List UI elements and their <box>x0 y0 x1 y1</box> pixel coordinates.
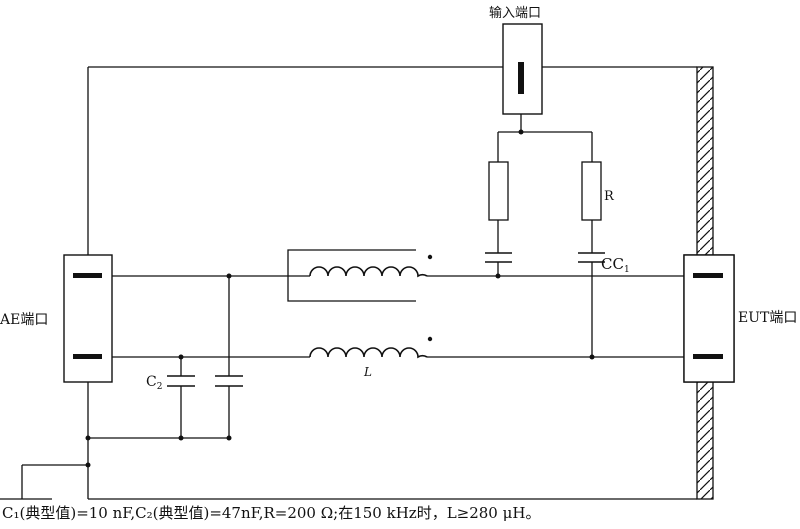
polarity-dot-upper <box>427 254 433 260</box>
cc1-label-main: CC <box>601 255 624 273</box>
ae-contact-top <box>73 273 102 278</box>
ae-port-box <box>63 254 113 383</box>
inductor-core-bracket <box>287 249 416 302</box>
inductor-lower <box>309 347 428 359</box>
resistor-label: R <box>604 189 615 204</box>
inductor-label: L <box>363 365 372 379</box>
resistor-1 <box>488 161 509 221</box>
input-port-contact <box>518 62 524 94</box>
junction-c2-bottom-b <box>226 435 232 441</box>
input-port-label: 输入端口 <box>489 5 541 21</box>
junction-line1-c1 <box>495 273 501 279</box>
junction-line2-c1 <box>589 354 595 360</box>
junction-line1-c2 <box>226 273 232 279</box>
junction-input <box>518 129 524 135</box>
caption: C₁(典型值)=10 nF,C₂(典型值)=47nF,R=200 Ω;在150 … <box>2 504 541 522</box>
c2-label-main: C <box>146 374 157 390</box>
eut-contact-top <box>693 273 723 278</box>
eut-contact-bottom <box>693 354 723 359</box>
cc1-label: CC1 <box>601 255 630 275</box>
c2-label-subscript: 2 <box>157 382 163 392</box>
cc1-label-subscript: 1 <box>624 265 630 275</box>
polarity-dot-lower <box>427 336 433 342</box>
junction-ground <box>85 462 91 468</box>
inductor-upper <box>309 266 428 278</box>
junction-c2-bottom-a <box>178 435 184 441</box>
junction-c2-left <box>85 435 91 441</box>
c2-label: C2 <box>146 374 162 392</box>
eut-port-label: EUT端口 <box>738 310 797 326</box>
ae-contact-bottom <box>73 354 102 359</box>
junction-line2-c2 <box>178 354 184 360</box>
resistor-2 <box>581 161 602 221</box>
input-port-box <box>502 23 543 115</box>
ae-port-label: AE端口 <box>0 312 48 328</box>
